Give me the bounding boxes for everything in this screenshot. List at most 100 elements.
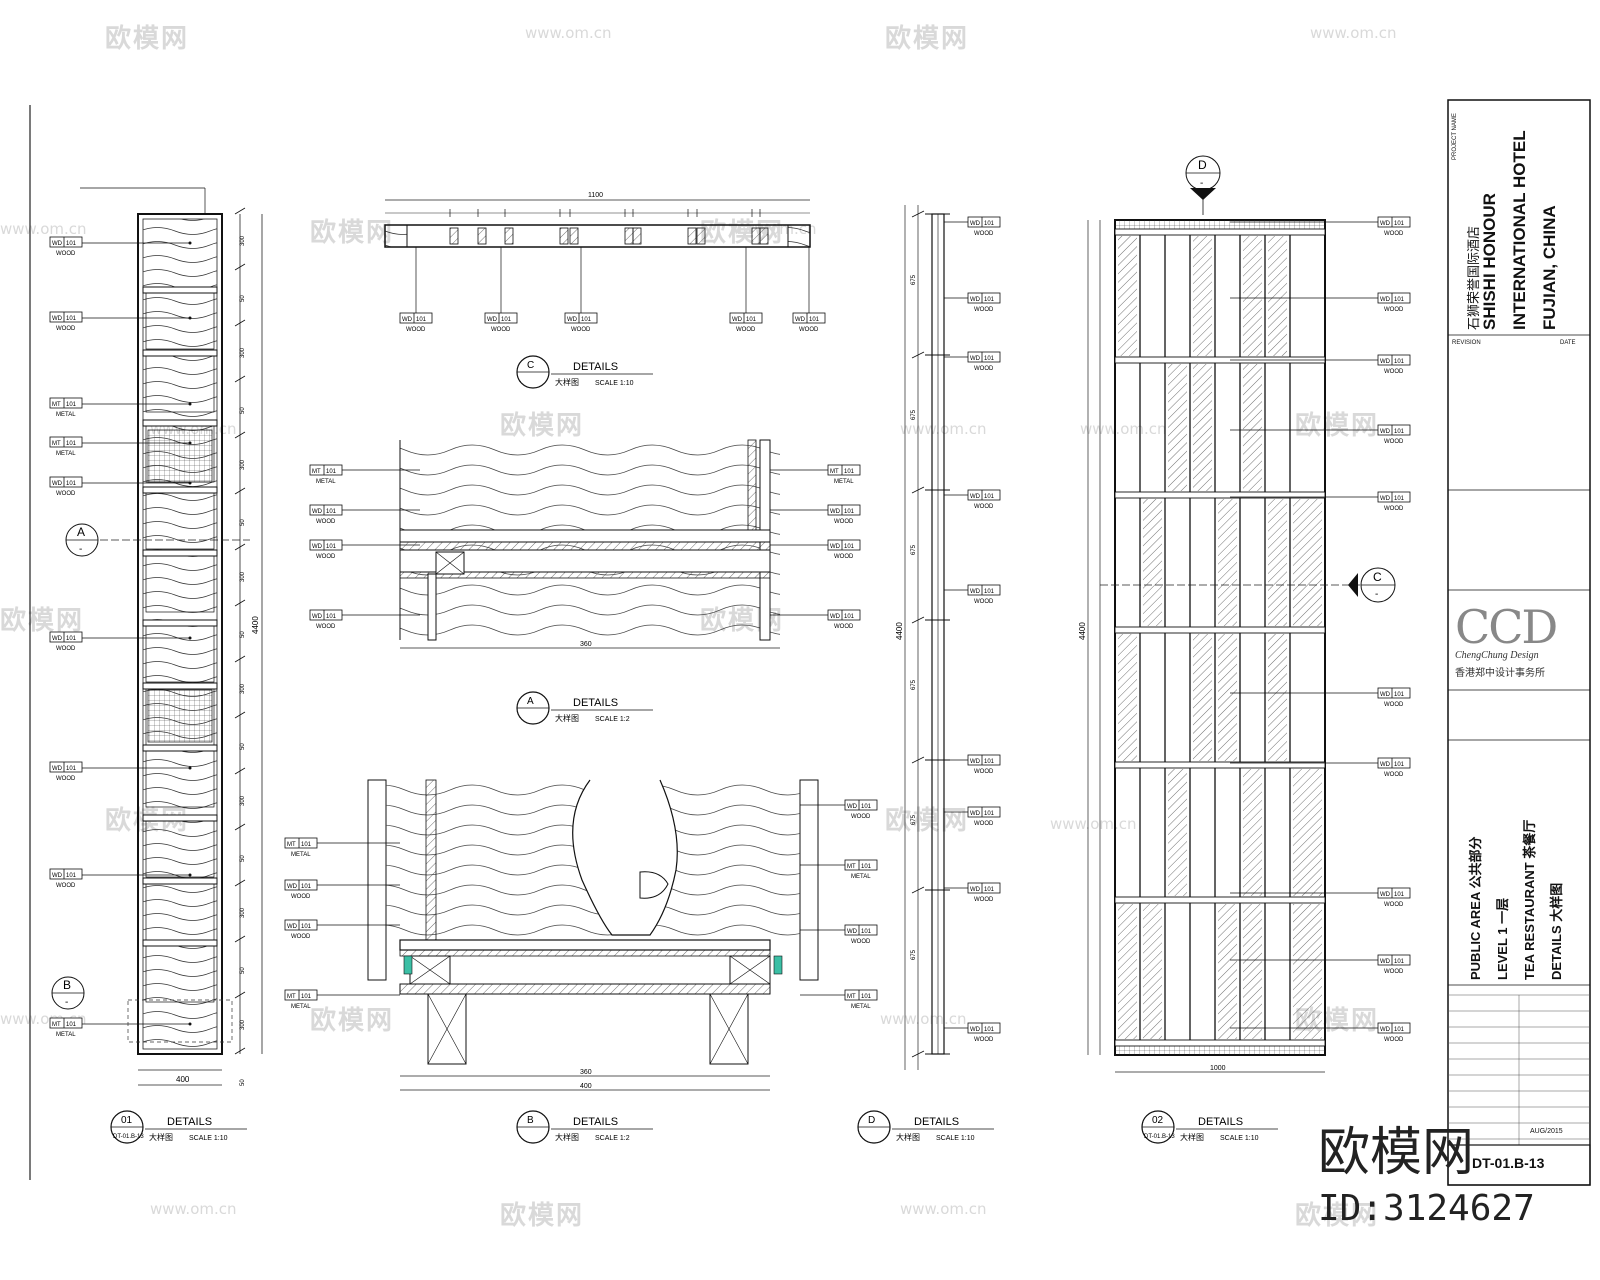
firm-name-cn: 香港郑中设计事务所 — [1455, 668, 1545, 679]
tag-code-type: WD — [830, 544, 841, 550]
tag-material-label: WOOD — [56, 326, 76, 332]
tag-material-label: WOOD — [1384, 902, 1404, 908]
tag-material-label: WOOD — [56, 251, 76, 257]
tag-material-label: WOOD — [1384, 439, 1404, 445]
tag-code-number: 101 — [1394, 762, 1405, 768]
watermark-url: www.om.cn — [525, 24, 612, 42]
drawing-title-2: LEVEL 1 一层 — [1495, 897, 1510, 980]
tag-code-type: WD — [1380, 221, 1391, 227]
tag-code-type: WD — [52, 636, 63, 642]
tag-code-type: MT — [287, 842, 296, 848]
section-marker-B: B — [63, 978, 71, 992]
tag-code-type: WD — [795, 317, 806, 323]
id-overlay-brand: 欧模网 — [1318, 1123, 1475, 1183]
tag-code-number: 101 — [66, 1022, 77, 1028]
tag-code-number: 101 — [984, 759, 995, 765]
tag-code-type: WD — [52, 766, 63, 772]
revision-label: REVISION — [1452, 340, 1481, 346]
dim-4400: 4400 — [251, 616, 260, 634]
dim-tick-label: 50 — [240, 967, 246, 974]
caption-id: 01 — [121, 1115, 133, 1126]
caption-cn: 大样图 — [555, 377, 579, 387]
tag-code-type: WD — [1380, 762, 1391, 768]
tag-code-type: WD — [970, 589, 981, 595]
section-marker-A-left: A — [77, 525, 85, 539]
caption-scale: SCALE 1:10 — [595, 380, 634, 387]
caption-tag: - — [860, 1134, 862, 1140]
tag-code-number: 101 — [844, 614, 855, 620]
tag-material-label: WOOD — [491, 327, 511, 333]
tag-material-label: WOOD — [851, 814, 871, 820]
drawing-title-3: TEA RESTAURANT 茶餐厅 — [1522, 819, 1537, 980]
tag-code-number: 101 — [984, 356, 995, 362]
tag-code-number: 101 — [1394, 297, 1405, 303]
tag-code-number: 101 — [984, 811, 995, 817]
tag-code-type: MT — [52, 441, 61, 447]
tag-code-number: 101 — [66, 636, 77, 642]
tag-material-label: METAL — [56, 451, 76, 457]
tag-code-type: WD — [970, 1027, 981, 1033]
tag-code-type: WD — [970, 887, 981, 893]
dim-400: 400 — [176, 1075, 190, 1084]
tag-material-label: METAL — [851, 874, 871, 880]
dim-675: 675 — [911, 409, 917, 420]
dim-tick-label: 50 — [240, 1079, 246, 1086]
tag-code-number: 101 — [1394, 429, 1405, 435]
tag-material-label: WOOD — [571, 327, 591, 333]
tag-material-label: WOOD — [56, 776, 76, 782]
tag-material-label: WOOD — [974, 897, 994, 903]
caption-cn: 大样图 — [149, 1132, 173, 1142]
caption-title: DETAILS — [914, 1116, 959, 1128]
tag-code-type: WD — [52, 316, 63, 322]
dim-tick-label: 300 — [240, 907, 246, 918]
tag-code-number: 101 — [1394, 221, 1405, 227]
tag-code-type: WD — [52, 873, 63, 879]
watermark-url: www.om.cn — [880, 1010, 967, 1028]
watermark-url: www.om.cn — [1310, 24, 1397, 42]
tag-code-number: 101 — [984, 887, 995, 893]
dim-A-360: 360 — [580, 641, 592, 648]
tag-material-label: WOOD — [1384, 702, 1404, 708]
tag-material-label: METAL — [291, 852, 311, 858]
tag-code-number: 101 — [326, 469, 337, 475]
caption-title: DETAILS — [573, 697, 618, 709]
tag-code-type: WD — [312, 614, 323, 620]
tag-material-label: METAL — [56, 1032, 76, 1038]
tag-code-number: 101 — [1394, 959, 1405, 965]
tag-material-label: WOOD — [56, 491, 76, 497]
tag-material-label: METAL — [316, 479, 336, 485]
tag-code-type: WD — [1380, 1027, 1391, 1033]
caption-cn: 大样图 — [555, 1132, 579, 1142]
watermark-url: www.om.cn — [1080, 420, 1167, 438]
tag-material-label: WOOD — [1384, 772, 1404, 778]
tag-material-label: WOOD — [974, 599, 994, 605]
detail-01-elevation: 3005030050300503005030050300503005030050… — [49, 187, 263, 1086]
tag-code-number: 101 — [66, 481, 77, 487]
tag-material-label: WOOD — [406, 327, 426, 333]
